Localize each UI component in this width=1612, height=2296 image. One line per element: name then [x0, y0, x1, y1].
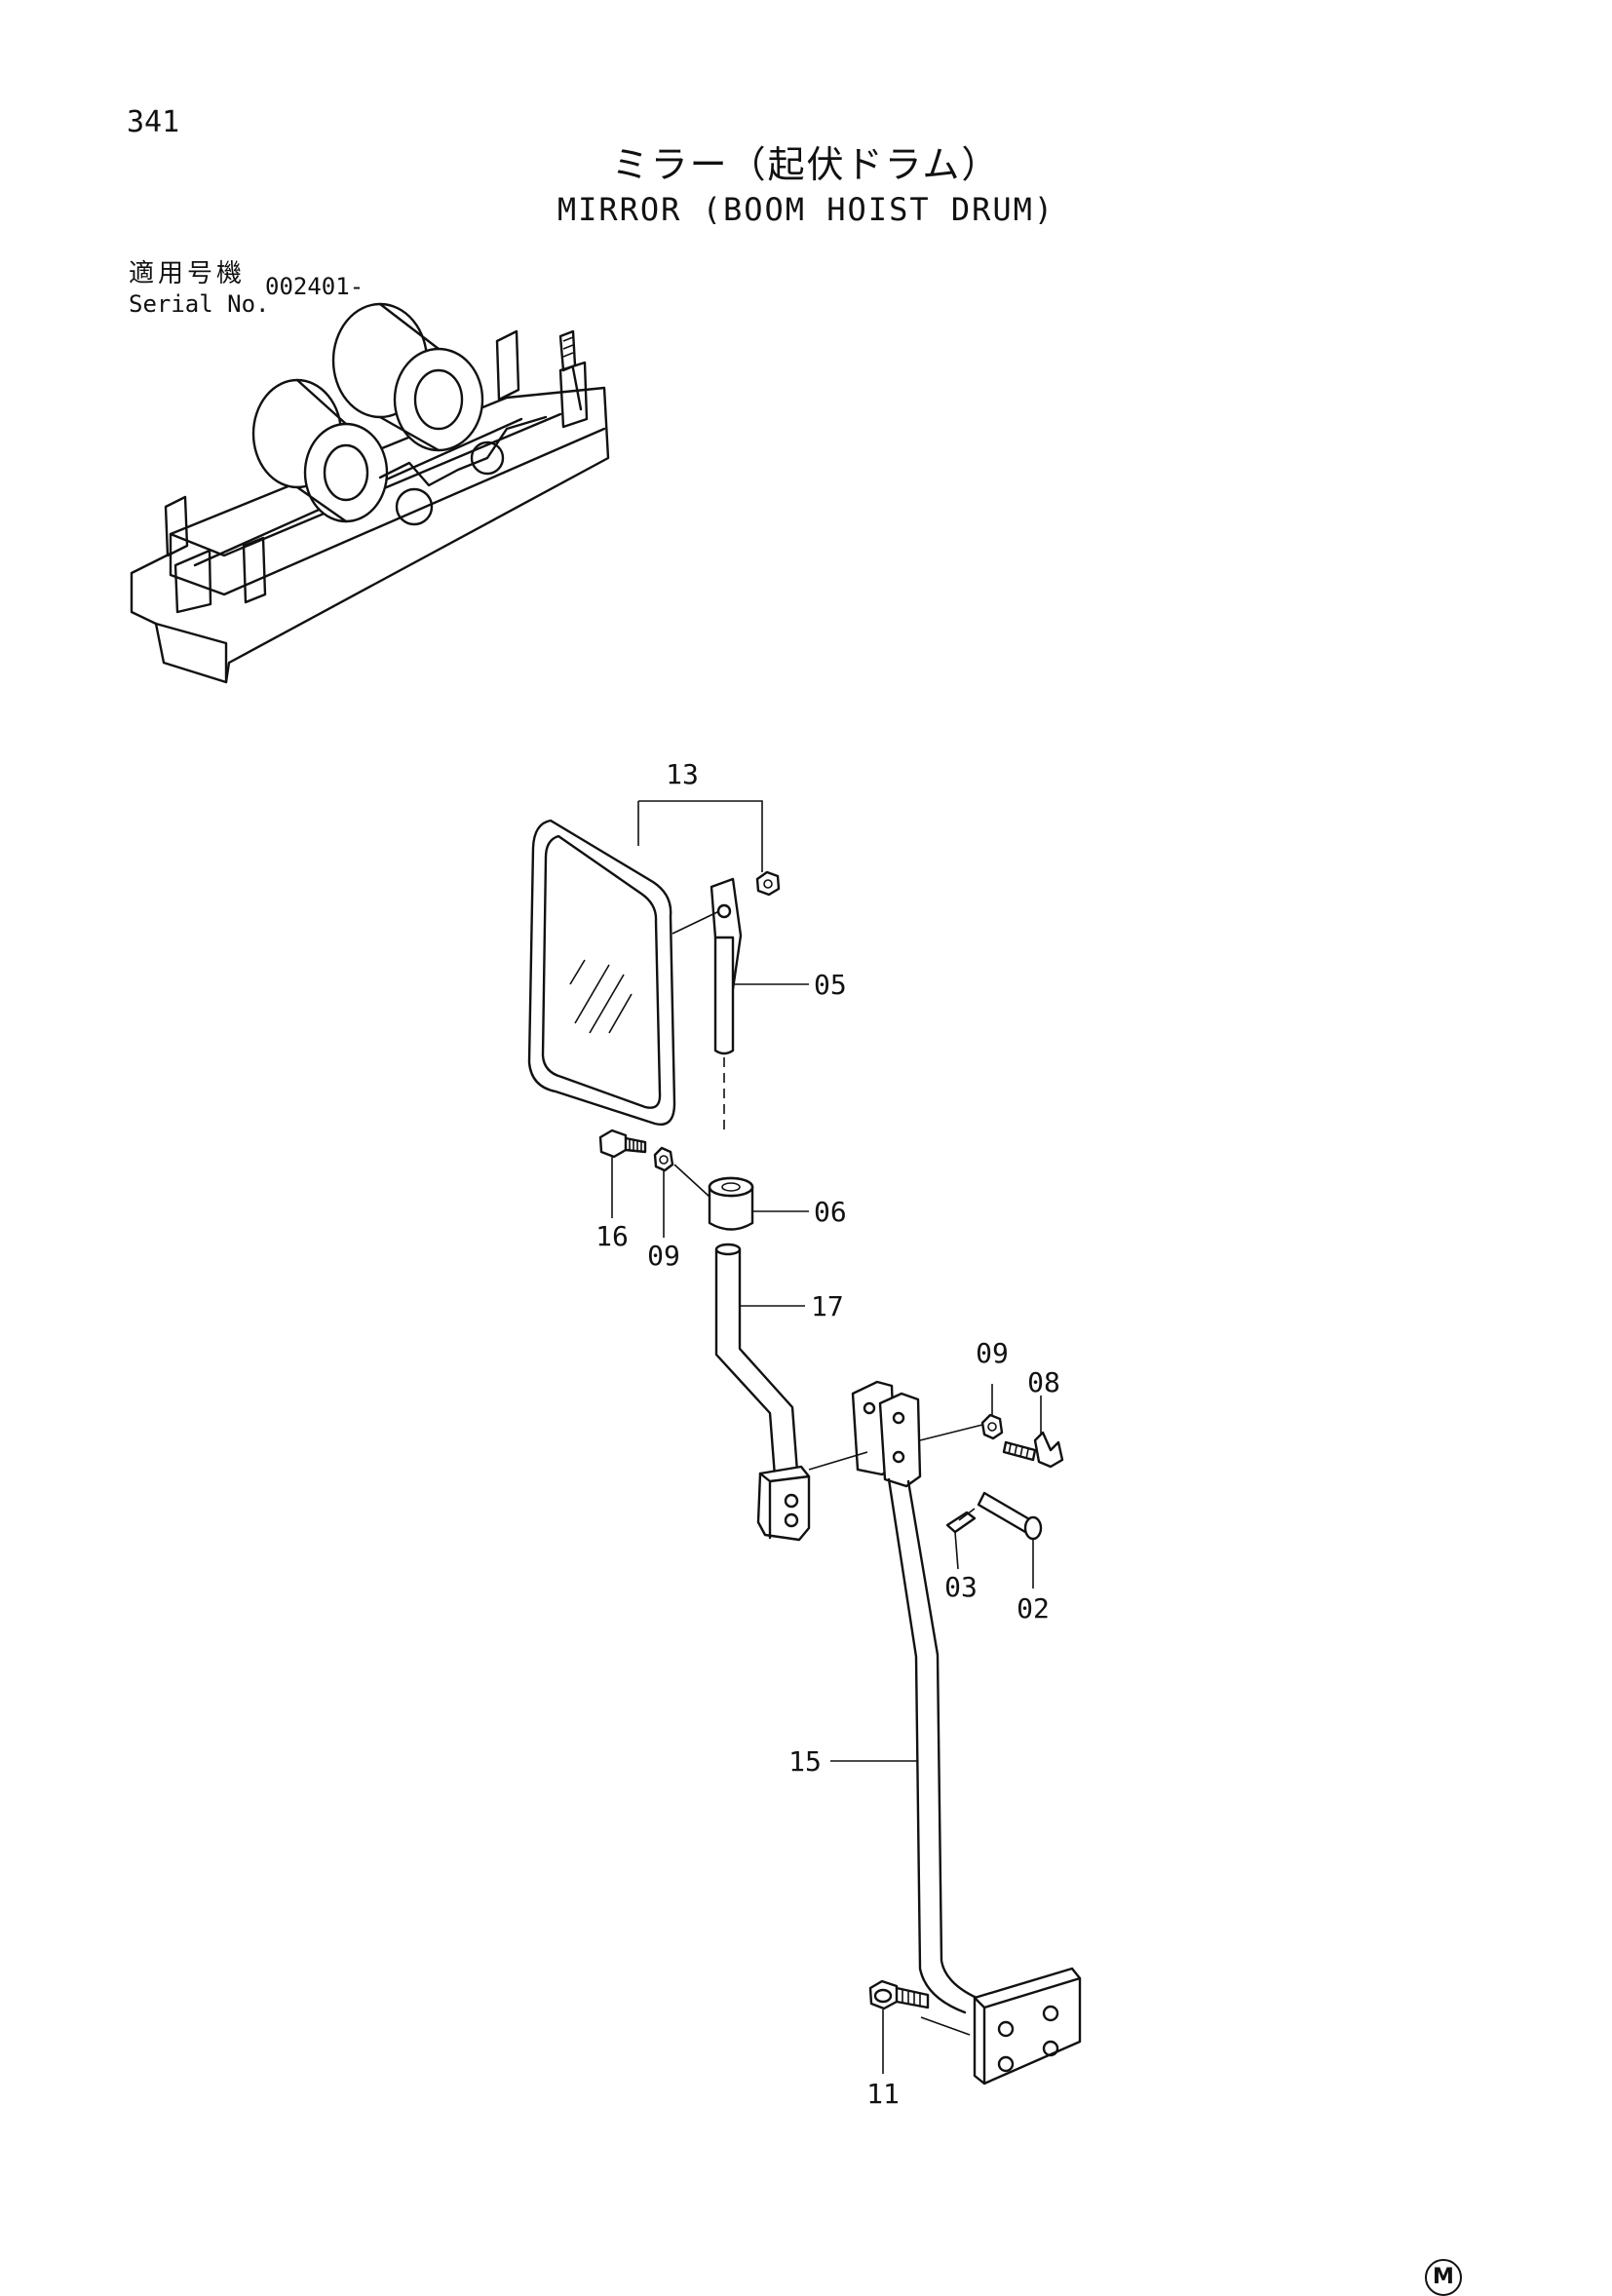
mirror-arm-17: [714, 1243, 811, 1542]
callout-05: 05: [814, 969, 847, 1001]
pole-15: [808, 1380, 1082, 2086]
callout-03: 03: [944, 1571, 978, 1603]
callout-11: 11: [866, 2078, 900, 2110]
manufacturer-mark: M: [1425, 2259, 1462, 2296]
nut-13: [755, 870, 781, 897]
callout-17: 17: [811, 1290, 844, 1322]
serial-number-range: 002401-: [265, 273, 365, 300]
bolt-11: [868, 1979, 930, 2010]
callout-labels: 13 05 16 09 06 17 09 08 03 02 15 11: [595, 758, 1060, 2110]
page-title-english: MIRROR (BOOM HOIST DRUM): [557, 191, 1055, 228]
pin-02: [977, 1491, 1043, 1541]
callout-02: 02: [1017, 1592, 1050, 1625]
callout-16: 16: [595, 1220, 629, 1252]
cotter-pin-03: [945, 1508, 977, 1534]
leader-lines: [611, 800, 1042, 2074]
drum-frame-overview: [130, 302, 610, 684]
bolt-16: [598, 1129, 647, 1159]
serial-label-english: Serial No.: [129, 290, 270, 318]
serial-label-japanese: 適用号機: [129, 259, 247, 288]
callout-15: 15: [788, 1745, 822, 1778]
page-title-japanese: ミラー（起伏ドラム）: [611, 143, 1001, 186]
page-number: 341: [127, 105, 180, 139]
callout-13: 13: [666, 758, 699, 790]
callout-09-lower: 09: [976, 1337, 1009, 1369]
mirror-glass: [527, 819, 676, 1126]
callout-08: 08: [1027, 1366, 1060, 1398]
nut-09-upper: [653, 1146, 674, 1172]
mirror-bracket-05: [672, 877, 743, 1130]
wing-bolt-08: [1002, 1431, 1064, 1469]
callout-06: 06: [814, 1196, 847, 1228]
nut-09-lower: [919, 1413, 1004, 1441]
bushing-06: [673, 1164, 754, 1231]
callout-09-upper: 09: [647, 1240, 680, 1272]
